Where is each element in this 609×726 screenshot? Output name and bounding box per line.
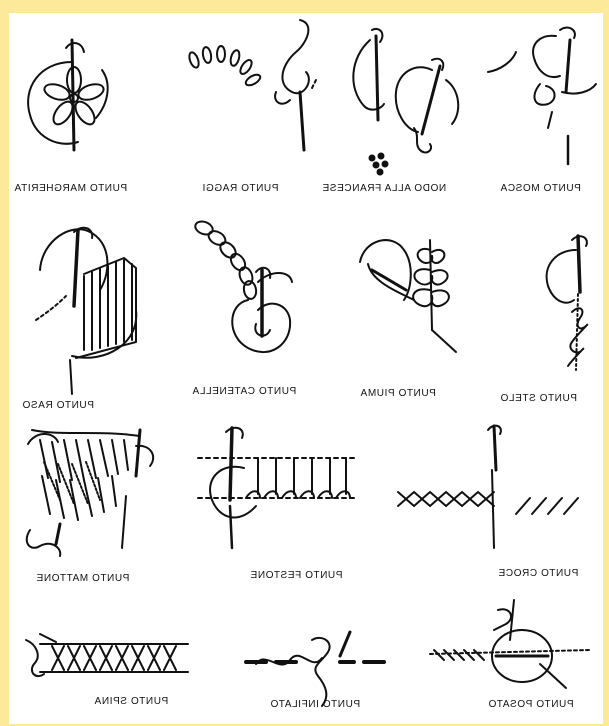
label-punto-croce: PUNTO CROCE bbox=[498, 568, 578, 579]
stelo-stitch-drawing bbox=[547, 236, 588, 370]
festone-stitch-drawing bbox=[198, 428, 358, 548]
label-punto-piuma: PUNTO PIUMA bbox=[360, 388, 436, 399]
mattone-stitch-drawing bbox=[27, 430, 153, 556]
label-punto-stelo: PUNTO STELO bbox=[500, 393, 577, 404]
piuma-stitch-drawing bbox=[360, 240, 456, 352]
nodo-stitch-drawing bbox=[353, 29, 458, 175]
label-punto-mattone: PUNTO MATTONE bbox=[36, 573, 129, 584]
label-punto-margherita: PUNTO MARGHERITA bbox=[14, 183, 127, 194]
label-punto-spina: PUNTO SPINA bbox=[94, 696, 168, 707]
label-punto-raggi: PUNTO RAGGI bbox=[202, 183, 278, 194]
mosca-stitch-drawing bbox=[488, 28, 596, 164]
raggi-stitch-drawing bbox=[188, 20, 316, 150]
spina-stitch-drawing bbox=[26, 634, 188, 676]
label-punto-catenella: PUNTO CATENELLA bbox=[192, 386, 296, 397]
label-punto-posato: PUNTO POSATO bbox=[488, 699, 574, 710]
label-punto-infilato: PUNTO INFILATO bbox=[270, 699, 360, 710]
infilato-stitch-drawing bbox=[246, 632, 384, 706]
catenella-stitch-drawing bbox=[193, 219, 292, 352]
label-punto-festone: PUNTO FESTONE bbox=[250, 570, 342, 581]
label-punto-mosca: PUNTO MOSCA bbox=[500, 183, 581, 194]
posato-stitch-drawing bbox=[430, 600, 590, 688]
raso-stitch-drawing bbox=[36, 228, 136, 394]
label-nodo-alla-francese: NODO ALLA FRANCESE bbox=[322, 183, 446, 194]
label-punto-raso: PUNTO RASO bbox=[22, 400, 94, 411]
margherita-stitch-drawing bbox=[28, 40, 108, 150]
croce-stitch-drawing bbox=[398, 426, 578, 548]
